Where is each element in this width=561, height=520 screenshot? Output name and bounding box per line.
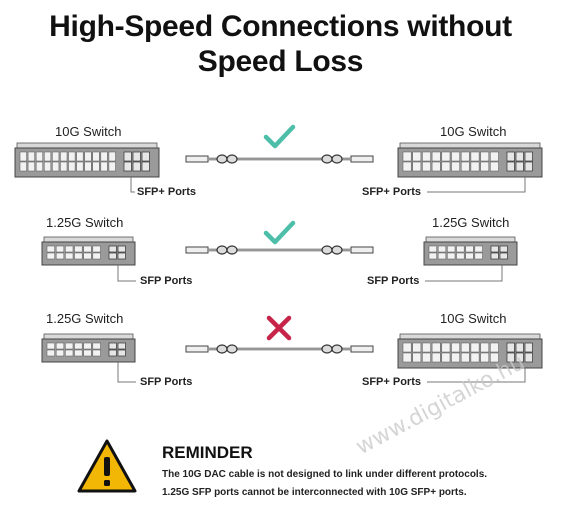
- row3-left-leader: [117, 362, 136, 383]
- row3-left-ports-label: SFP Ports: [140, 376, 193, 388]
- row3-dac-cable: [185, 344, 374, 354]
- reminder-line-1: The 10G DAC cable is not designed to lin…: [162, 469, 488, 480]
- row3-status-cross-icon: [266, 315, 292, 341]
- row2-left-switch-label: 1.25G Switch: [46, 215, 124, 230]
- row1-left-leader: [130, 177, 135, 193]
- row2-dac-cable: [185, 245, 374, 255]
- row2-right-leader: [425, 265, 503, 282]
- row3-right-switch: [397, 333, 543, 369]
- page-title-line1: High-Speed Connections without: [49, 10, 512, 43]
- row1-left-ports-label: SFP+ Ports: [137, 186, 196, 198]
- row1-status-check-icon: [263, 124, 296, 149]
- row2-status-check-icon: [263, 220, 296, 245]
- row2-left-switch: [41, 236, 136, 266]
- page-title-line2: Speed Loss: [197, 45, 364, 78]
- row1-right-leader: [427, 177, 526, 193]
- row1-right-switch-label: 10G Switch: [440, 124, 507, 139]
- reminder-line-2: 1.25G SFP ports cannot be interconnected…: [162, 487, 467, 498]
- row3-right-ports-label: SFP+ Ports: [362, 376, 421, 388]
- row1-left-switch-label: 10G Switch: [55, 124, 122, 139]
- row1-left-switch: [14, 142, 160, 178]
- warning-icon: [77, 439, 137, 493]
- row2-right-ports-label: SFP Ports: [367, 275, 420, 287]
- row3-right-switch-label: 10G Switch: [440, 311, 507, 326]
- row2-right-switch: [423, 236, 518, 266]
- reminder-title: REMINDER: [162, 443, 253, 462]
- row2-left-ports-label: SFP Ports: [140, 275, 193, 287]
- row3-left-switch: [41, 333, 136, 363]
- row1-right-switch: [397, 142, 543, 178]
- row1-right-ports-label: SFP+ Ports: [362, 186, 421, 198]
- row1-dac-cable: [185, 154, 374, 164]
- row3-left-switch-label: 1.25G Switch: [46, 311, 124, 326]
- row2-right-switch-label: 1.25G Switch: [432, 215, 510, 230]
- row2-left-leader: [117, 265, 136, 282]
- row3-right-leader: [427, 368, 526, 383]
